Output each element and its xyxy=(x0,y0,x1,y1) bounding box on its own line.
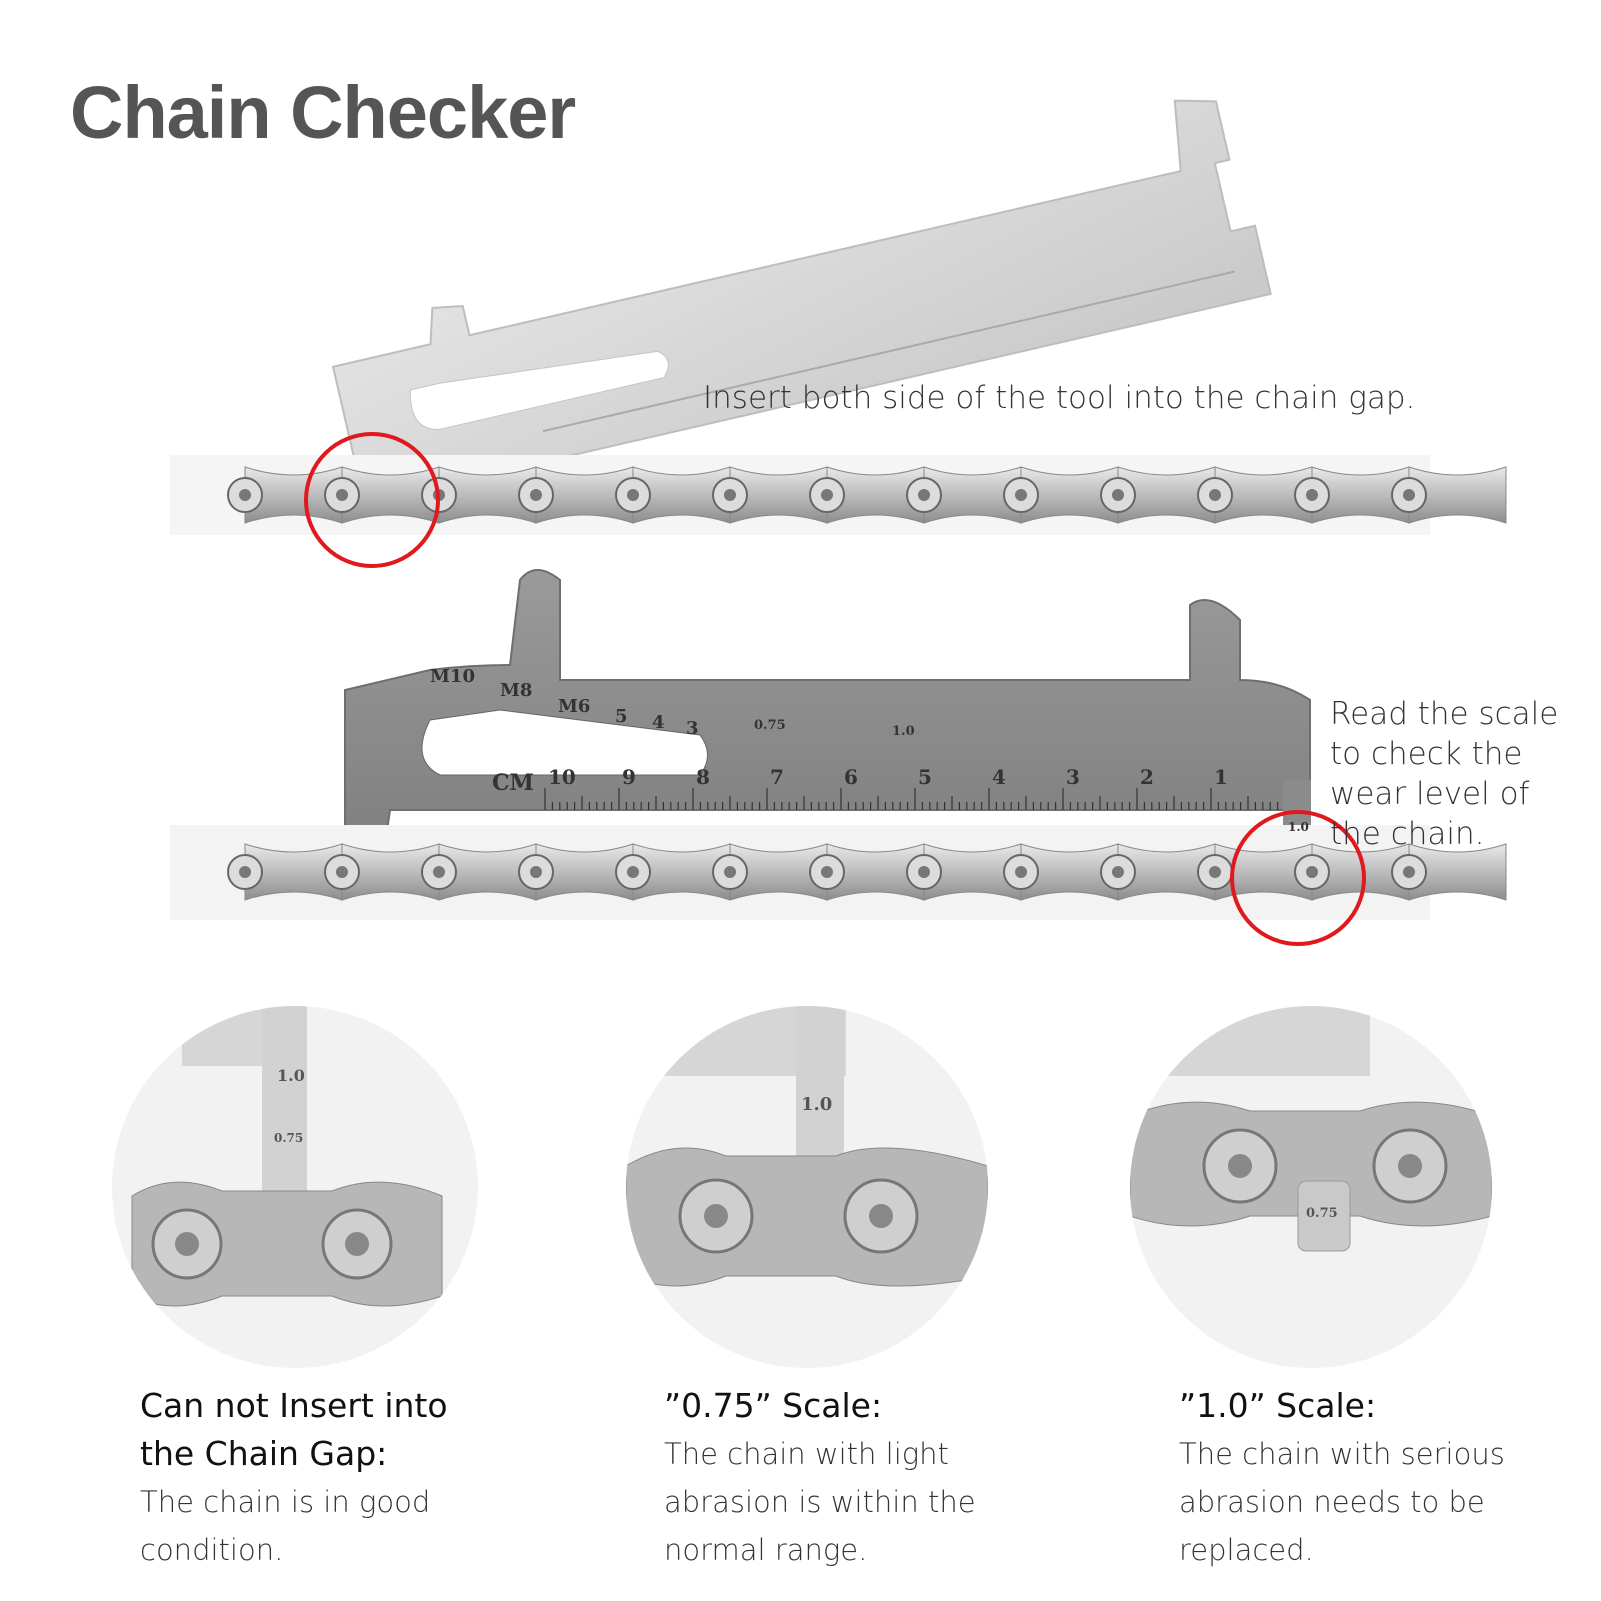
chain-pin-hole xyxy=(918,866,930,878)
chain-pin-hole xyxy=(1306,866,1318,878)
chain-plate xyxy=(1408,843,1507,901)
chain-pin-hole xyxy=(1112,866,1124,878)
chain-middle xyxy=(227,843,1507,901)
ruler-number: 6 xyxy=(844,765,858,789)
ruler-number: 8 xyxy=(696,765,710,789)
chain-pin-hole xyxy=(918,489,930,501)
chain-pin-hole xyxy=(821,866,833,878)
checker-tool-light xyxy=(331,99,1272,505)
detail-circle-10: 0.75 xyxy=(1130,1006,1492,1368)
chain-pin-hole xyxy=(724,866,736,878)
chain-pin-hole xyxy=(1112,489,1124,501)
chain-top xyxy=(227,466,1507,524)
caption-good-head: Can not Insert into the Chain Gap: xyxy=(140,1386,448,1473)
chain-pin-hole xyxy=(627,489,639,501)
detail-circle-good: 1.0 0.75 xyxy=(112,1006,478,1368)
caption-10: ”1.0” Scale: The chain with serious abra… xyxy=(1179,1382,1519,1574)
chain-pin-hole xyxy=(1209,489,1221,501)
detail1-scale-075: 0.75 xyxy=(274,1131,304,1145)
label-10-tab: 1.0 xyxy=(1288,820,1309,834)
chain-pin-hole xyxy=(821,489,833,501)
chain-plate xyxy=(1408,466,1507,524)
caption-10-body: The chain with serious abrasion needs to… xyxy=(1179,1437,1505,1567)
chain-pin-hole xyxy=(239,866,251,878)
detail-circle-075: 1.0 xyxy=(626,1006,988,1368)
ruler-number: 9 xyxy=(622,765,636,789)
chain-pin-hole xyxy=(530,489,542,501)
label-3: 3 xyxy=(686,718,699,739)
label-5: 5 xyxy=(615,706,628,727)
chain-pin-hole xyxy=(1209,866,1221,878)
chain-pin-hole xyxy=(724,489,736,501)
caption-075: ”0.75” Scale: The chain with light abras… xyxy=(664,1382,1004,1574)
caption-good: Can not Insert into the Chain Gap: The c… xyxy=(140,1382,480,1574)
chain-pin-hole xyxy=(1015,866,1027,878)
ruler-number: 7 xyxy=(770,765,784,789)
highlight-circle-middle xyxy=(1230,810,1366,946)
step1-instruction: Insert both side of the tool into the ch… xyxy=(703,380,1416,416)
chain-pin-hole xyxy=(530,866,542,878)
chain-pin-hole xyxy=(336,866,348,878)
detail1-scale-10: 1.0 xyxy=(277,1066,305,1085)
label-m10: M10 xyxy=(430,666,475,687)
ruler-number: 3 xyxy=(1066,765,1080,789)
chain-pin-hole xyxy=(1015,489,1027,501)
chain-pin-hole xyxy=(1306,489,1318,501)
step2-instruction: Read the scale to check the wear level o… xyxy=(1330,696,1559,852)
page-title: Chain Checker xyxy=(70,71,576,154)
chain-pin-hole xyxy=(433,866,445,878)
ruler-number: 2 xyxy=(1140,765,1154,789)
highlight-circle-top xyxy=(304,432,440,568)
caption-10-head: ”1.0” Scale: xyxy=(1179,1386,1377,1425)
label-10-mark: 1.0 xyxy=(892,724,915,739)
ruler-number: 5 xyxy=(918,765,932,789)
middle-illustration xyxy=(170,569,1507,946)
caption-075-head: ”0.75” Scale: xyxy=(664,1386,883,1425)
checker-tool-dark xyxy=(344,569,1311,884)
label-cm: CM xyxy=(492,770,534,796)
ruler-number: 1 xyxy=(1214,765,1228,789)
detail2-scale-10: 1.0 xyxy=(801,1094,833,1115)
ruler-number: 10 xyxy=(548,765,576,789)
label-075-mark: 0.75 xyxy=(754,718,786,733)
chain-pin-hole xyxy=(1403,489,1415,501)
ruler-number: 4 xyxy=(992,765,1006,789)
caption-good-body: The chain is in good condition. xyxy=(140,1485,431,1567)
chain-pin-hole xyxy=(1403,866,1415,878)
label-m8: M8 xyxy=(500,680,533,701)
label-m6: M6 xyxy=(558,696,591,717)
chain-pin-hole xyxy=(336,489,348,501)
caption-075-body: The chain with light abrasion is within … xyxy=(664,1437,976,1567)
chain-pin-hole xyxy=(239,489,251,501)
detail3-scale-075: 0.75 xyxy=(1306,1206,1338,1221)
top-illustration xyxy=(170,99,1507,568)
label-4: 4 xyxy=(652,712,665,733)
chain-pin-hole xyxy=(627,866,639,878)
